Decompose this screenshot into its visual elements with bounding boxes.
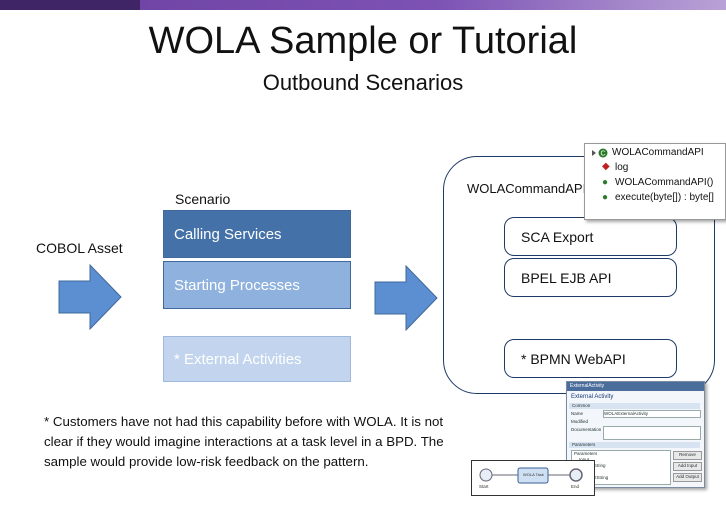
cobol-asset-label: COBOL Asset — [36, 240, 123, 256]
method-icon: ● — [602, 192, 609, 203]
svg-text:C: C — [600, 151, 605, 158]
container-label: WOLACommandAPI — [467, 181, 587, 196]
scenario-external-activities: * External Activities — [163, 336, 351, 382]
api-member: WOLACommandAPI() — [615, 177, 714, 188]
scenario-item-label: Calling Services — [174, 225, 282, 243]
thumb-section-label: Parameters — [572, 442, 596, 447]
thumb-tree-node: Input — [579, 457, 589, 462]
thumb-remove-button: Remove — [673, 451, 702, 460]
scenario-starting-processes: Starting Processes — [163, 261, 351, 309]
slide-title: WOLA Sample or Tutorial — [148, 20, 578, 62]
thumb-title: External Activity — [571, 394, 614, 400]
api-member: execute(byte[]) : byte[] — [615, 192, 714, 203]
thumb-section — [569, 442, 700, 448]
api-member: log — [615, 162, 629, 173]
footnote: * Customers have not had this capability… — [44, 414, 444, 469]
box-label: BPEL EJB API — [521, 269, 612, 286]
scenario-heading: Scenario — [175, 191, 231, 207]
sca-export-box: SCA Export — [504, 217, 677, 256]
thumb-doc-area — [603, 426, 701, 440]
flow-end-label: End — [571, 484, 580, 489]
flow-diagram — [479, 467, 583, 484]
box-label: SCA Export — [521, 228, 594, 245]
box-label: * BPMN WebAPI — [521, 350, 626, 367]
class-icon: C — [592, 148, 608, 158]
thumb-titlebar — [567, 382, 704, 391]
thumb-field-value: WOLAExternalActivity — [603, 410, 701, 418]
bpel-ejb-api-box: BPEL EJB API — [504, 258, 677, 297]
thumb-add-input-button: Add Input — [673, 462, 702, 471]
scenario-item-label: * External Activities — [174, 350, 302, 368]
bpmn-webapi-box: * BPMN WebAPI — [504, 339, 677, 378]
thumb-field-label: Documentation — [571, 427, 602, 432]
thumb-add-output-button: Add Output — [673, 473, 702, 482]
thumb-tab-label: ExternalActivity — [570, 383, 605, 389]
thumb-field-label: Modified — [571, 419, 589, 424]
thumb-field-label: Name — [571, 411, 584, 416]
thumb-section — [569, 403, 700, 409]
thumb-section-label: Common — [572, 403, 591, 408]
field-icon: ◆ — [602, 161, 610, 172]
header-band — [0, 0, 726, 10]
right-arrow-icon — [58, 264, 122, 330]
flow-start-label: Start — [479, 484, 489, 489]
constructor-icon: ● — [602, 177, 609, 188]
right-arrow-icon — [374, 265, 438, 331]
scenario-calling-services: Calling Services — [163, 210, 351, 258]
process-flow-thumbnail: Start WOLA Task End — [471, 460, 595, 496]
api-outline-popup: C WOLACommandAPI ◆ log ● WOLACommandAPI(… — [584, 143, 726, 220]
api-class-name: WOLACommandAPI — [612, 147, 704, 158]
thumb-tree-node: outputString — [584, 475, 609, 480]
slide-subtitle: Outbound Scenarios — [262, 70, 464, 95]
scenario-item-label: Starting Processes — [174, 276, 300, 294]
properties-screenshot: ExternalActivity External Activity Commo… — [566, 381, 705, 488]
thumb-tree-node: Parameters — [574, 451, 598, 456]
flow-task-label: WOLA Task — [523, 472, 544, 477]
header-band-dark — [0, 0, 140, 10]
